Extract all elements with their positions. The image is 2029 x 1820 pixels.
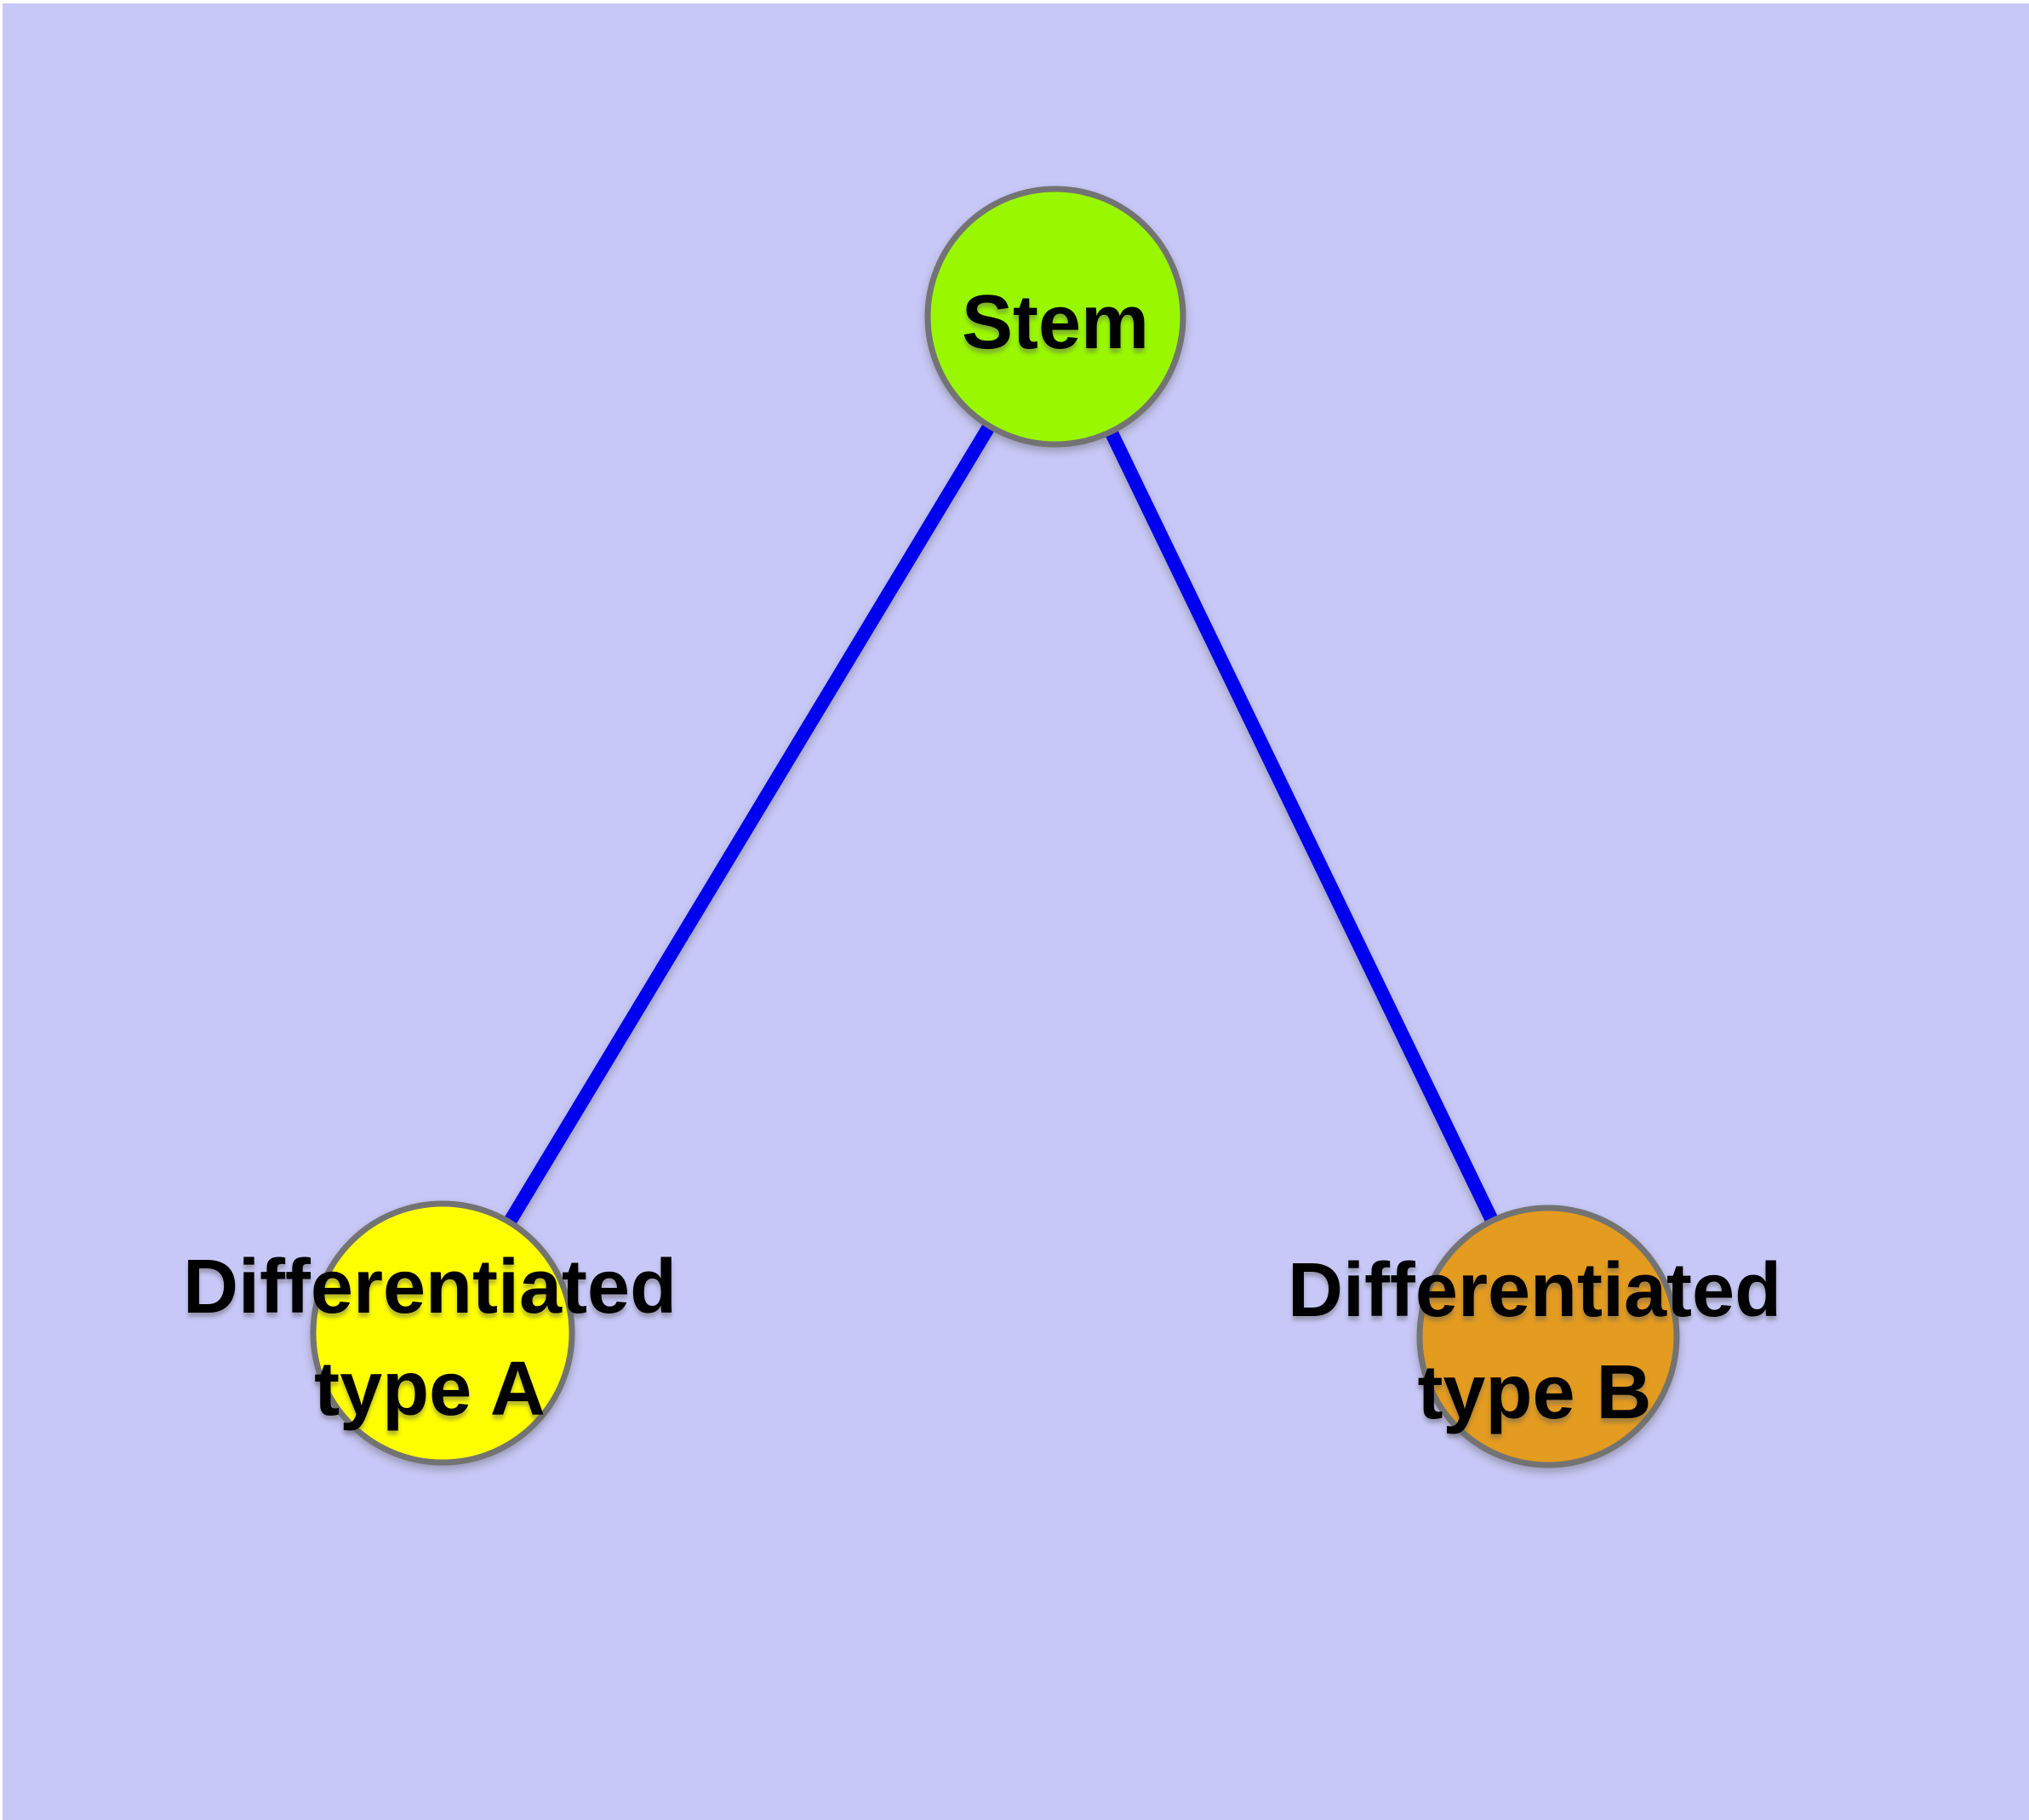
edge-stem-to-type-a — [437, 312, 1061, 1337]
node-stem-circle — [924, 186, 1186, 448]
node-type-b-circle — [1416, 1205, 1680, 1468]
node-type-a-label-line1: Differentiated — [182, 1245, 677, 1330]
node-type-a-label: Differentiated type A — [183, 1236, 677, 1440]
image-margin-top — [0, 0, 2029, 3]
node-type-b-label: Differentiated type B — [1288, 1239, 1781, 1444]
node-type-b-label-line1: Differentiated — [1287, 1248, 1782, 1333]
node-type-b-label-line2: type B — [1417, 1350, 1652, 1435]
node-stem-label: Stem — [961, 280, 1150, 365]
image-margin-left — [0, 0, 3, 1820]
node-type-a-label-line2: type A — [314, 1347, 546, 1432]
node-type-a-circle — [310, 1200, 575, 1466]
edge-stem-to-type-b — [1049, 313, 1555, 1340]
